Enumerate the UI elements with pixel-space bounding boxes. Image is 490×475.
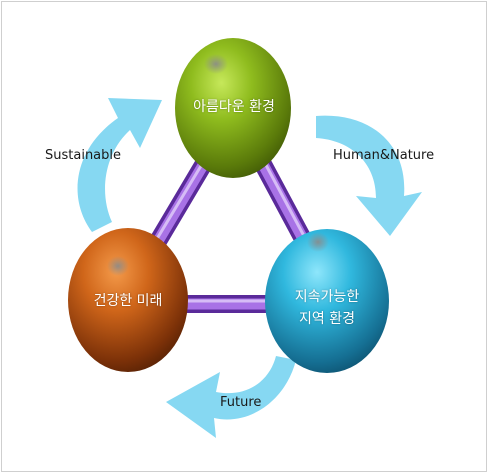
- label-human-nature: Human&Nature: [333, 148, 435, 163]
- node-top-sphere: [175, 38, 291, 178]
- node-right-sphere: [265, 229, 389, 373]
- node-left-label: 건강한 미래: [93, 293, 163, 309]
- node-top-label: 아름다운 환경: [193, 99, 275, 115]
- node-right-label-line1: 지속가능한: [294, 289, 360, 305]
- node-left-sphere: [68, 228, 188, 372]
- arrow-upper-right: [316, 115, 422, 236]
- arrow-upper-left: [77, 98, 162, 232]
- label-future: Future: [220, 395, 262, 410]
- label-sustainable: Sustainable: [45, 148, 122, 163]
- node-right-label-line2: 지역 환경: [299, 311, 355, 327]
- arrow-bottom: [166, 356, 296, 438]
